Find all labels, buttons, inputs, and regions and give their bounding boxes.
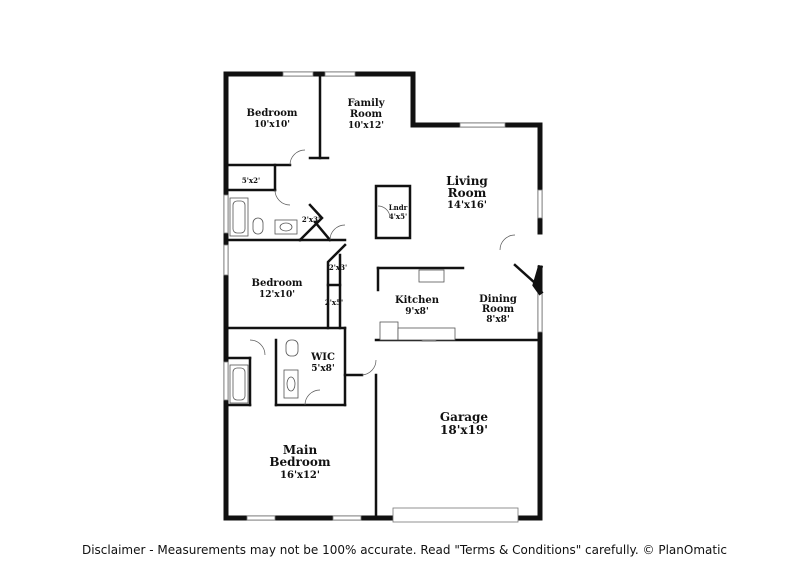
disclaimer-text: Disclaimer - Measurements may not be 100… xyxy=(81,543,728,557)
fixtures xyxy=(229,197,456,404)
family-room-line1: Family xyxy=(347,98,385,109)
main-bedroom-line1: Main xyxy=(283,443,318,457)
closet-2x3-a-size: 2'x3' xyxy=(302,215,320,224)
main-bedroom-line2: Bedroom xyxy=(269,455,330,469)
door-swings xyxy=(249,149,516,406)
kitchen-name: Kitchen xyxy=(395,295,440,306)
room-labels: Bedroom 10'x10' Family Room 10'x12' Livi… xyxy=(242,98,517,481)
living-room-line2: Room xyxy=(448,186,487,200)
wic-size: 5'x8' xyxy=(311,364,334,374)
dining-room-line1: Dining xyxy=(479,294,517,305)
closet-2x5-size: 2'x5' xyxy=(325,298,343,307)
family-room-size: 10'x12' xyxy=(348,121,384,131)
bedroom-mid-size: 12'x10' xyxy=(259,290,295,300)
closet-5x2-size: 5'x2' xyxy=(242,176,260,185)
dining-bay xyxy=(513,263,544,296)
bedroom-mid-name: Bedroom xyxy=(252,278,303,289)
dining-room-line2: Room xyxy=(482,304,515,315)
laundry-name: Lndr xyxy=(389,203,408,212)
living-room-size: 14'x16' xyxy=(447,200,487,211)
interior-walls xyxy=(224,72,542,520)
laundry-size: 4'x5' xyxy=(389,212,407,221)
closet-2x3-b-size: 2'x3' xyxy=(329,263,347,272)
garage-size: 18'x19' xyxy=(440,423,488,437)
kitchen-size: 9'x8' xyxy=(405,307,428,317)
dining-room-size: 8'x8' xyxy=(486,315,509,325)
bedroom-top-size: 10'x10' xyxy=(254,120,290,130)
family-room-line2: Room xyxy=(350,109,383,120)
living-room-line1: Living xyxy=(446,174,488,188)
garage-name: Garage xyxy=(440,410,489,424)
wic-name: WIC xyxy=(310,352,335,363)
bedroom-top-name: Bedroom xyxy=(247,108,298,119)
main-bedroom-size: 16'x12' xyxy=(280,470,320,481)
windows xyxy=(223,71,543,523)
